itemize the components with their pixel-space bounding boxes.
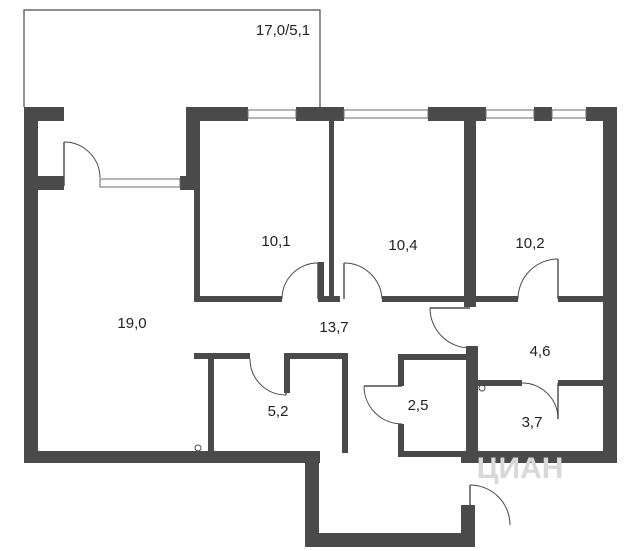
room-area-label: 3,7 <box>522 414 543 431</box>
room-area-label: 10,2 <box>515 235 544 252</box>
balcony-area-label: 17,0/5,1 <box>256 22 310 39</box>
doors <box>63 141 559 526</box>
windows <box>99 109 587 188</box>
room-area-label: 13,7 <box>319 319 348 336</box>
balcony <box>23 9 321 107</box>
interior-walls <box>194 121 603 463</box>
room-area-label: 4,6 <box>530 343 551 360</box>
watermark: ЦИАН <box>477 452 564 485</box>
room-area-label: 10,1 <box>261 233 290 250</box>
room-area-label: 19,0 <box>117 315 146 332</box>
room-area-label: 10,4 <box>388 237 417 254</box>
room-area-label: 5,2 <box>268 403 289 420</box>
fixtures <box>194 384 486 452</box>
exterior-walls <box>24 107 617 547</box>
room-area-label: 2,5 <box>408 397 429 414</box>
